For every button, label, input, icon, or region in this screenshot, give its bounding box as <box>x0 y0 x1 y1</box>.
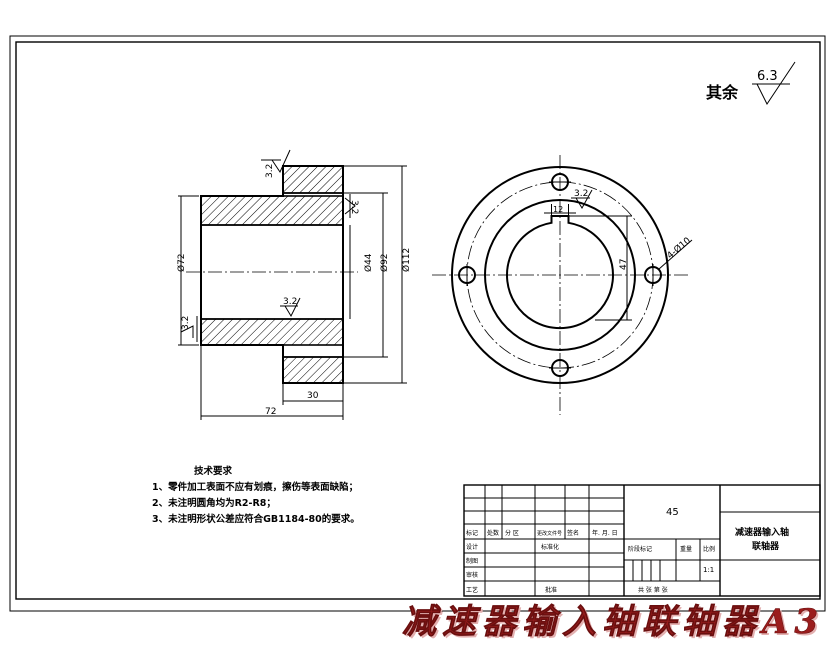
notes-item-2: 2、未注明圆角均为R2-R8； <box>152 498 276 509</box>
svg-text:标准化: 标准化 <box>541 543 559 551</box>
section-roughness-marks: 3.2 3.2 3.2 3.2 <box>180 149 359 342</box>
svg-text:3.2: 3.2 <box>349 200 359 214</box>
dim-d72: Ø72 <box>176 253 187 272</box>
part-name-line2: 联轴器 <box>752 540 780 552</box>
caption-title: 减速器输入轴联轴器A3 <box>401 602 824 643</box>
global-roughness: 其余 6.3 <box>706 61 796 105</box>
svg-text:制图: 制图 <box>466 557 478 565</box>
roughness-label: 其余 <box>706 83 739 102</box>
svg-text:处数: 处数 <box>487 529 499 537</box>
svg-text:分 区: 分 区 <box>505 529 519 537</box>
dim-d112: Ø112 <box>401 248 412 272</box>
outer-circle <box>451 166 669 384</box>
scale-text: 1:1 <box>703 566 714 574</box>
dim-len30: 30 <box>307 391 319 401</box>
notes-title: 技术要求 <box>194 466 233 477</box>
bore-with-keyway <box>506 215 614 330</box>
dim-d92: Ø92 <box>379 253 390 272</box>
front-dimensions: 12 47 4-Ø10 <box>544 204 693 321</box>
front-roughness-mark: 3.2 <box>571 189 593 209</box>
dim-key47: 47 <box>619 259 629 270</box>
dim-len72: 72 <box>265 407 276 417</box>
front-view: 12 47 4-Ø10 3.2 <box>432 155 693 415</box>
svg-text:批准: 批准 <box>545 586 557 594</box>
outer-border <box>9 35 826 612</box>
svg-text:3.2: 3.2 <box>181 316 191 330</box>
section-view: 3.2 3.2 3.2 3.2 Ø72 Ø44 Ø92 <box>176 149 412 420</box>
svg-text:工艺: 工艺 <box>466 586 478 594</box>
svg-text:更改文件号: 更改文件号 <box>537 530 562 537</box>
notes-item-1: 1、零件加工表面不应有划痕，擦伤等表面缺陷； <box>152 482 359 493</box>
material-text: 45 <box>666 507 679 518</box>
hub-circle <box>484 199 636 351</box>
svg-text:3.2: 3.2 <box>265 164 275 178</box>
svg-text:重量: 重量 <box>680 545 692 553</box>
svg-text:签名: 签名 <box>567 529 579 537</box>
part-name-line1: 减速器输入轴 <box>735 526 789 538</box>
dim-d44: Ø44 <box>363 253 374 272</box>
inner-border <box>15 41 821 600</box>
notes-item-3: 3、未注明形状公差应符合GB1184-80的要求。 <box>152 514 360 525</box>
dim-holes: 4-Ø10 <box>665 235 693 261</box>
roughness-symbol-icon <box>752 61 796 105</box>
svg-text:3.2: 3.2 <box>283 297 297 307</box>
dim-key12: 12 <box>553 205 563 214</box>
technical-requirements: 技术要求 1、零件加工表面不应有划痕，擦伤等表面缺陷； 2、未注明圆角均为R2-… <box>152 464 360 528</box>
section-dimensions: Ø72 Ø44 Ø92 Ø112 30 72 <box>176 165 412 420</box>
svg-text:审核: 审核 <box>466 571 478 579</box>
svg-text:设计: 设计 <box>466 543 478 551</box>
section-hatching <box>200 165 344 384</box>
svg-text:比例: 比例 <box>703 545 715 553</box>
svg-text:年. 月. 日: 年. 月. 日 <box>592 529 618 537</box>
svg-text:标记: 标记 <box>466 529 478 537</box>
svg-text:共 张 第 张: 共 张 第 张 <box>638 586 668 594</box>
svg-text:3.2: 3.2 <box>574 189 588 199</box>
title-block: 45 减速器输入轴 联轴器 标记 处数 分 区 更改文件号 签名 年. 月. 日… <box>463 484 821 597</box>
svg-text:阶段标记: 阶段标记 <box>628 545 652 553</box>
roughness-value-global: 6.3 <box>757 69 778 84</box>
